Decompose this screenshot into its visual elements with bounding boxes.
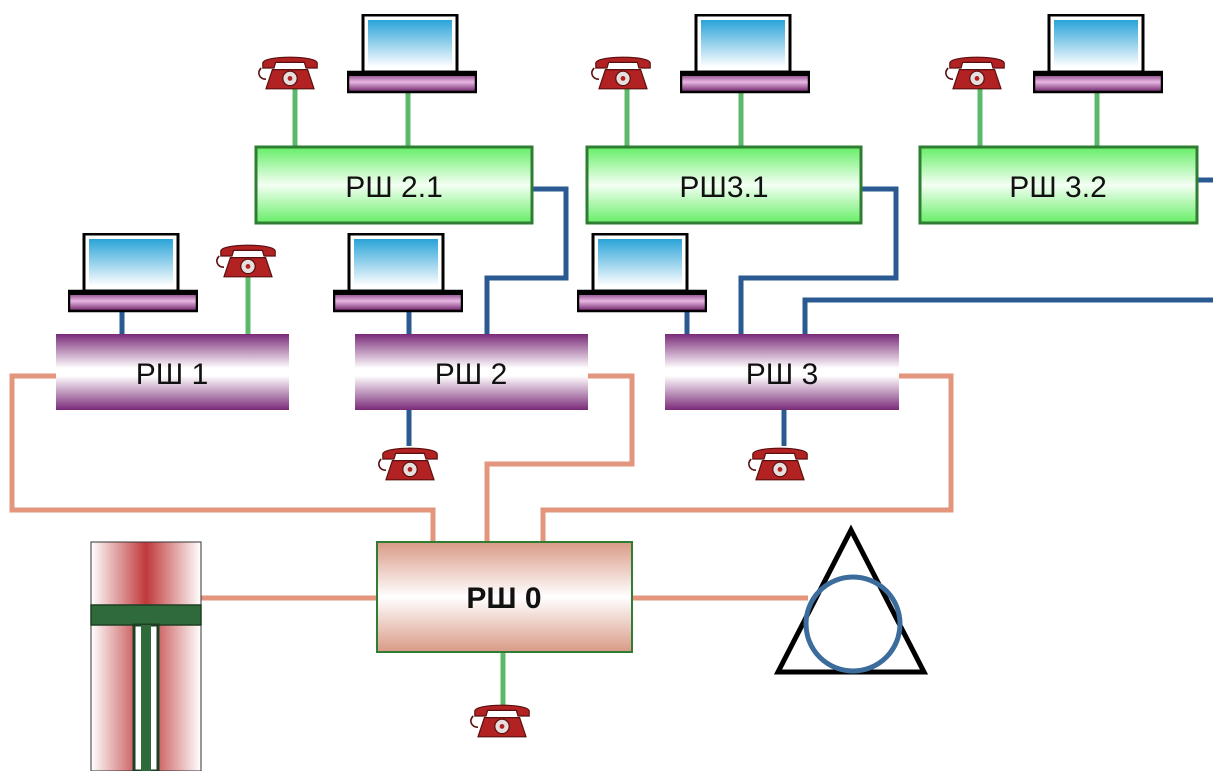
telephone-icon [747,447,809,481]
telephone-icon [469,704,531,738]
green-links [245,88,1100,706]
laptop-icon [347,14,477,94]
salmon-links [9,373,954,601]
telephone-icon [590,56,652,90]
telephone-icon [377,447,439,481]
node-label-rsh-0: РШ 0 [466,582,541,615]
node-rsh-2[interactable]: РШ 2 [355,334,588,410]
blue-links [119,177,1213,446]
laptop-icon [68,233,198,313]
laptop-icon [333,233,463,313]
node-label-rsh-2: РШ 2 [435,358,508,391]
node-label-rsh-3: РШ 3 [746,358,819,391]
core-unit-icon [90,541,202,771]
telephone-icon [257,56,319,90]
telephone-icon [944,56,1006,90]
node-rsh-3-1[interactable]: РШ3.1 [585,145,863,225]
node-label-rsh-1: РШ 1 [136,358,209,391]
telephone-icon [215,244,277,278]
node-rsh-3-2[interactable]: РШ 3.2 [918,145,1199,225]
node-rsh-2-1[interactable]: РШ 2.1 [254,145,534,225]
node-rsh-3[interactable]: РШ 3 [665,334,899,410]
node-rsh-1[interactable]: РШ 1 [56,334,289,410]
node-label-rsh-3-1: РШ3.1 [679,171,768,204]
node-rsh-0[interactable]: РШ 0 [376,541,633,653]
node-label-rsh-2-1: РШ 2.1 [345,171,443,204]
triangle-circle-symbol [773,524,929,675]
laptop-icon [680,14,810,94]
node-label-rsh-3-2: РШ 3.2 [1009,171,1107,204]
laptop-icon [1033,14,1163,94]
laptop-icon [577,233,707,313]
